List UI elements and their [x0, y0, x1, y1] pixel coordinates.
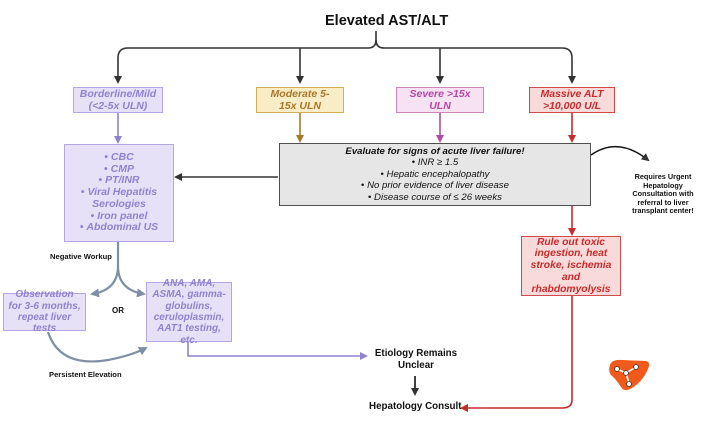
- severe-category-label: Severe >15x ULN: [409, 88, 471, 112]
- etiology-unclear-label: Etiology Remains Unclear: [366, 348, 466, 371]
- alf-criterion: Disease course of ≤ 26 weeks: [361, 192, 509, 203]
- mild-category-box: Borderline/Mild (<2-5x ULN): [73, 87, 163, 113]
- massive-category-label: Massive ALT >10,000 U/L: [540, 88, 604, 112]
- workup-list: CBC CMP PT/INR Viral Hepatitis Serologie…: [65, 151, 173, 235]
- observation-text: Observation for 3-6 months, repeat liver…: [8, 289, 81, 335]
- workup-item: Abdominal US: [65, 222, 173, 234]
- severe-category-box: Severe >15x ULN: [396, 87, 484, 113]
- alf-criterion: INR ≥ 1.5: [361, 157, 509, 168]
- further-tests-text: ANA, AMA, ASMA, gamma-globulins, cerulop…: [152, 277, 226, 346]
- alf-criterion: No prior evidence of liver disease: [361, 180, 509, 191]
- top-branch-connector: [114, 31, 576, 84]
- alf-criterion: Hepatic encephalopathy: [361, 169, 509, 180]
- workup-item: CMP: [65, 163, 173, 176]
- tests-to-etiology-arrow: [187, 342, 368, 360]
- workup-item: Iron panel: [65, 210, 173, 223]
- workup-item-viral: Viral Hepatitis Serologies: [65, 186, 173, 211]
- rule-out-text: Rule out toxic ingestion, heat stroke, i…: [530, 236, 612, 295]
- workup-item: CBC: [65, 151, 173, 164]
- etiology-unclear-text: Etiology Remains Unclear: [374, 348, 458, 371]
- workup-item: PT/INR: [65, 174, 173, 187]
- mild-category-label: Borderline/Mild (<2-5x ULN): [79, 88, 157, 112]
- hepatology-consult-label: Hepatology Consult: [369, 401, 462, 412]
- workup-split-connector: [90, 242, 146, 298]
- observation-box: Observation for 3-6 months, repeat liver…: [3, 289, 86, 334]
- persistent-elevation-arrow: [46, 331, 148, 363]
- acute-liver-failure-box: Evaluate for signs of acute liver failur…: [279, 143, 591, 206]
- alf-heading: Evaluate for signs of acute liver failur…: [345, 145, 525, 157]
- rule-out-box: Rule out toxic ingestion, heat stroke, i…: [521, 236, 621, 296]
- alf-criteria-list: INR ≥ 1.5 Hepatic encephalopathy No prio…: [361, 157, 509, 203]
- moderate-category-label: Moderate 5-15x ULN: [270, 88, 330, 112]
- persistent-elevation-label: Persistent Elevation: [49, 370, 122, 379]
- urgent-consult-note: Requires Urgent Hepatology Consultation …: [624, 172, 702, 216]
- liver-network-icon: [609, 359, 650, 391]
- moderate-category-box: Moderate 5-15x ULN: [256, 87, 344, 113]
- initial-workup-box: CBC CMP PT/INR Viral Hepatitis Serologie…: [64, 144, 174, 242]
- workup-item: Viral Hepatitis Serologies: [87, 186, 158, 210]
- chart-title: Elevated AST/ALT: [325, 13, 449, 29]
- further-tests-box: ANA, AMA, ASMA, gamma-globulins, cerulop…: [146, 278, 232, 346]
- alf-to-urgent-arrow: [590, 145, 650, 162]
- or-label: OR: [112, 306, 124, 315]
- massive-category-box: Massive ALT >10,000 U/L: [529, 87, 615, 113]
- negative-workup-label: Negative Workup: [50, 252, 112, 261]
- urgent-consult-text: Requires Urgent Hepatology Consultation …: [632, 172, 694, 216]
- ruleout-to-consult-arrow: [460, 296, 573, 412]
